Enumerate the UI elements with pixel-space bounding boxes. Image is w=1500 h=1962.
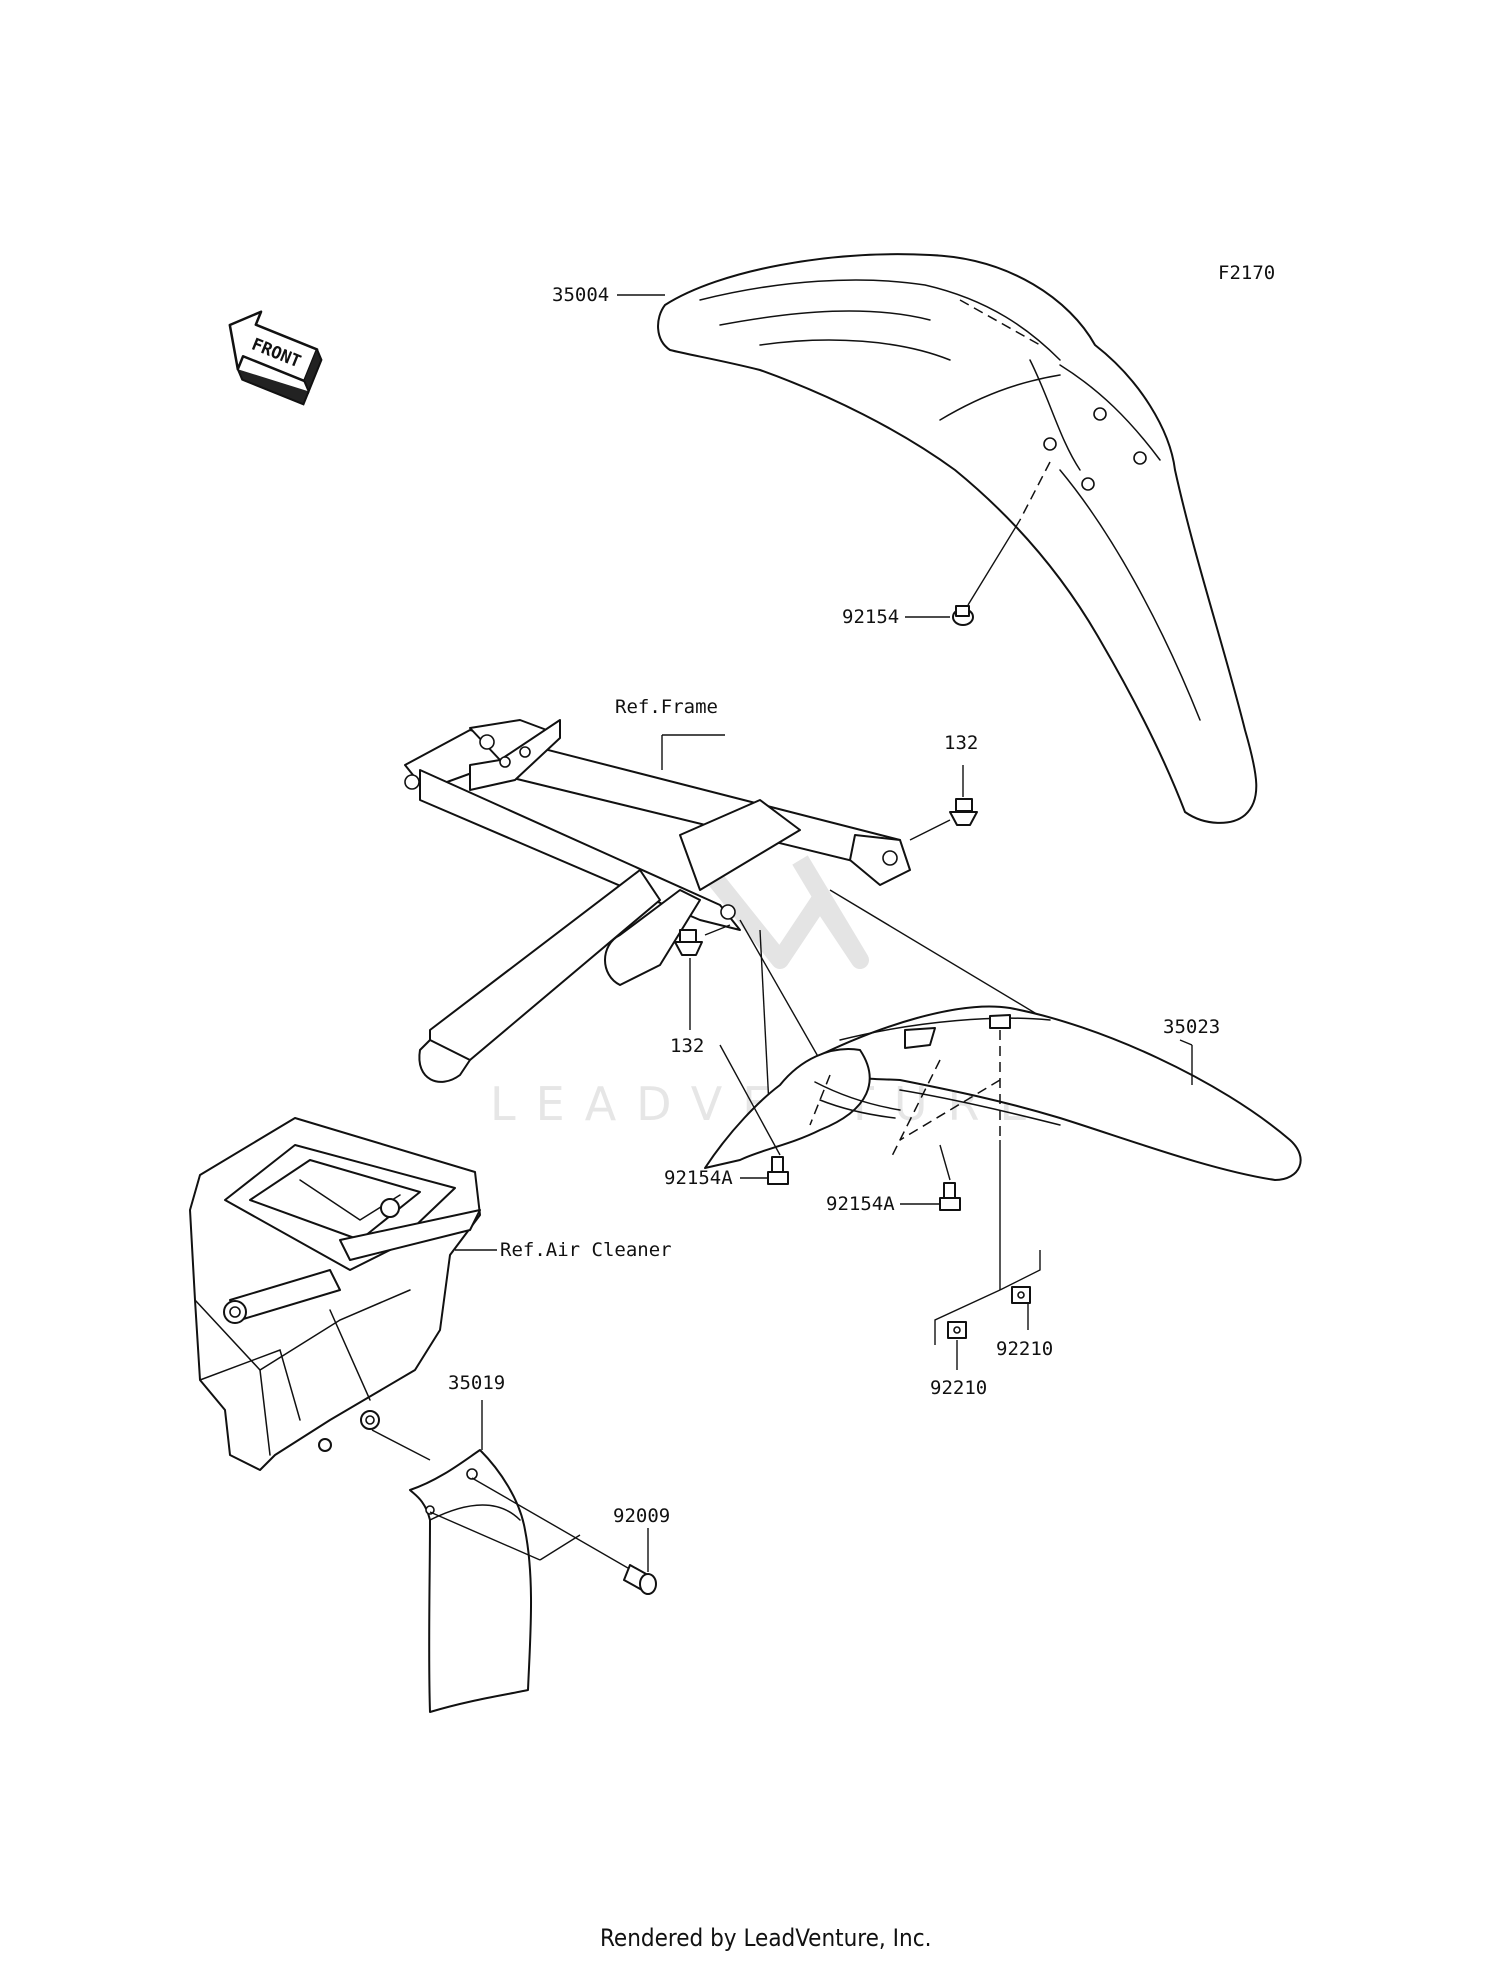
diagram-code: F2170: [1218, 262, 1275, 284]
callout-92154A-left: 92154A: [664, 1167, 733, 1189]
frame-mount-hole: [404, 774, 420, 790]
side-flap-screw[interactable]: [623, 1564, 657, 1595]
fender-hole: [1081, 477, 1095, 491]
frame-mount-hole: [882, 850, 898, 866]
watermark-logo-icon: [692, 854, 869, 969]
callout-ref-air-cleaner: Ref.Air Cleaner: [500, 1239, 672, 1261]
nut-left[interactable]: [947, 1321, 967, 1339]
nut-right[interactable]: [1011, 1286, 1031, 1304]
fender-hole: [1043, 437, 1057, 451]
callout-35023: 35023: [1163, 1016, 1220, 1038]
front-arrow-icon: FRONT: [228, 310, 323, 406]
fender-hole: [1093, 407, 1107, 421]
callout-92154A-right: 92154A: [826, 1193, 895, 1215]
callout-92154: 92154: [842, 606, 899, 628]
rear-fender-bolt-left[interactable]: [767, 1156, 789, 1185]
callout-92210-left: 92210: [930, 1377, 987, 1399]
frame-subframe[interactable]: [404, 719, 911, 1083]
frame-mount-hole: [720, 904, 736, 920]
side-flap[interactable]: [409, 1449, 533, 1713]
frame-bolt-right[interactable]: [949, 798, 978, 826]
callout-92210-right: 92210: [996, 1338, 1053, 1360]
rear-fender-bolt-right[interactable]: [939, 1182, 961, 1211]
footer-credit: Rendered by LeadVenture, Inc.: [600, 1924, 931, 1952]
mount-grommet: [318, 1438, 332, 1452]
frame-bolt-left[interactable]: [674, 929, 703, 956]
frame-mount-hole: [479, 734, 495, 750]
callout-92009: 92009: [613, 1505, 670, 1527]
front-fender-bolt[interactable]: [952, 605, 974, 626]
callout-35019: 35019: [448, 1372, 505, 1394]
callout-132-left: 132: [670, 1035, 704, 1057]
callout-35004: 35004: [552, 284, 609, 306]
air-cleaner-housing[interactable]: [189, 1117, 481, 1471]
frame-mount-hole: [499, 756, 511, 768]
front-fender[interactable]: [657, 253, 1258, 824]
fender-hole: [1133, 451, 1147, 465]
frame-mount-hole: [519, 746, 531, 758]
callout-132-right: 132: [944, 732, 978, 754]
callout-ref-frame: Ref.Frame: [615, 696, 718, 718]
